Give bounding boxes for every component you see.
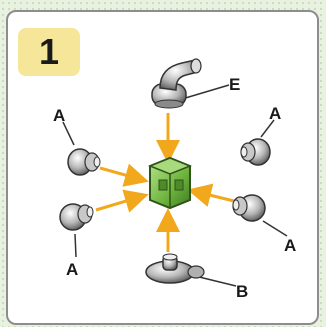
- label-top-right-a: A: [269, 104, 281, 123]
- leader-top-right-a: [260, 119, 275, 138]
- leader-e: [181, 84, 230, 100]
- step-number: 1: [38, 31, 60, 72]
- label-top-left-a: A: [53, 106, 65, 125]
- part-e-elbow-connector: [151, 58, 202, 109]
- part-a-bottom-left: [59, 203, 94, 231]
- arrow-from-bottom-right-a: [187, 183, 235, 207]
- label-bottom-left-a: A: [66, 260, 78, 279]
- leader-bottom-left-a: [74, 233, 77, 258]
- part-a-top-left: [67, 148, 101, 176]
- label-e: E: [229, 75, 240, 94]
- leader-bottom-right-a: [262, 220, 288, 237]
- leader-top-left-a: [62, 121, 75, 146]
- arrow-from-top-left-a: [99, 163, 149, 187]
- label-bottom-right-a: A: [284, 236, 296, 255]
- arrow-from-bottom-left-a: [95, 189, 149, 213]
- step-badge: 1: [18, 28, 80, 76]
- label-b: B: [236, 282, 248, 301]
- part-a-bottom-right: [232, 194, 266, 222]
- part-a-top-right: [240, 138, 271, 166]
- leader-lines: [62, 84, 288, 287]
- part-b-base-connector: [145, 253, 205, 284]
- assembly-arrows: [95, 113, 235, 252]
- central-hub-connector: [147, 156, 193, 210]
